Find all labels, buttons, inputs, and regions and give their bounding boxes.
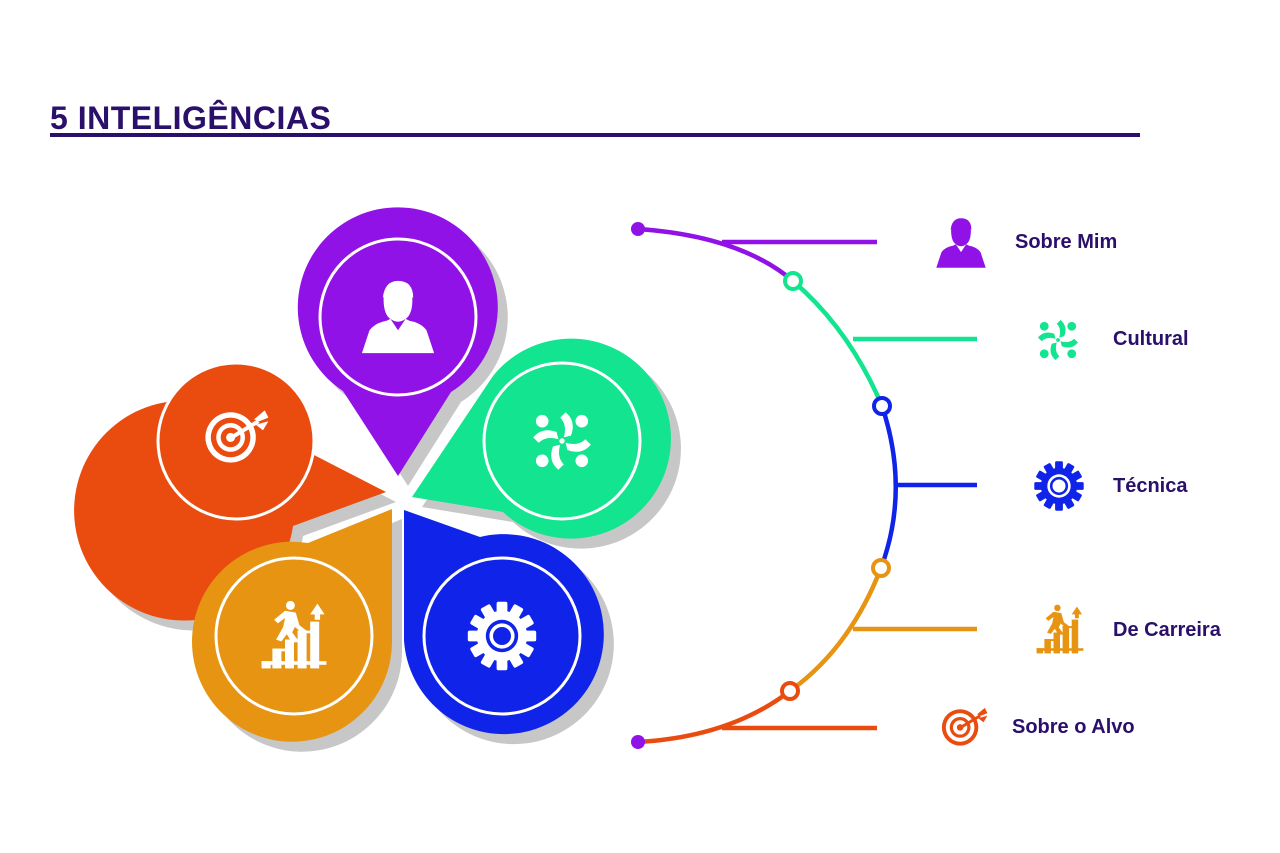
petal-cultural (412, 338, 681, 549)
petal-alvo (74, 361, 396, 631)
legend-label-sobre-mim: Sobre Mim (1015, 231, 1118, 253)
legend-gear-icon (1034, 461, 1084, 511)
legend-label-carreira: De Carreira (1113, 619, 1221, 641)
timeline (635, 226, 977, 745)
petal-tecnica (404, 510, 614, 745)
legend-target-icon (941, 707, 988, 746)
legend-label-tecnica: Técnica (1113, 475, 1188, 497)
title-underline (50, 133, 1140, 137)
legend-career-stairs-icon (1036, 604, 1084, 654)
legend-label-alvo: Sobre o Alvo (1012, 716, 1135, 738)
legend-person-icon (936, 218, 986, 268)
page-title: 5 INTELIGÊNCIAS (50, 100, 332, 136)
petal-sobre-mim (297, 207, 508, 486)
timeline-nodes (631, 222, 892, 749)
legend-people-circle-icon (1038, 320, 1078, 360)
legend-label-cultural: Cultural (1113, 328, 1189, 350)
petal-flower (74, 207, 681, 752)
petal-carreira (192, 509, 403, 752)
